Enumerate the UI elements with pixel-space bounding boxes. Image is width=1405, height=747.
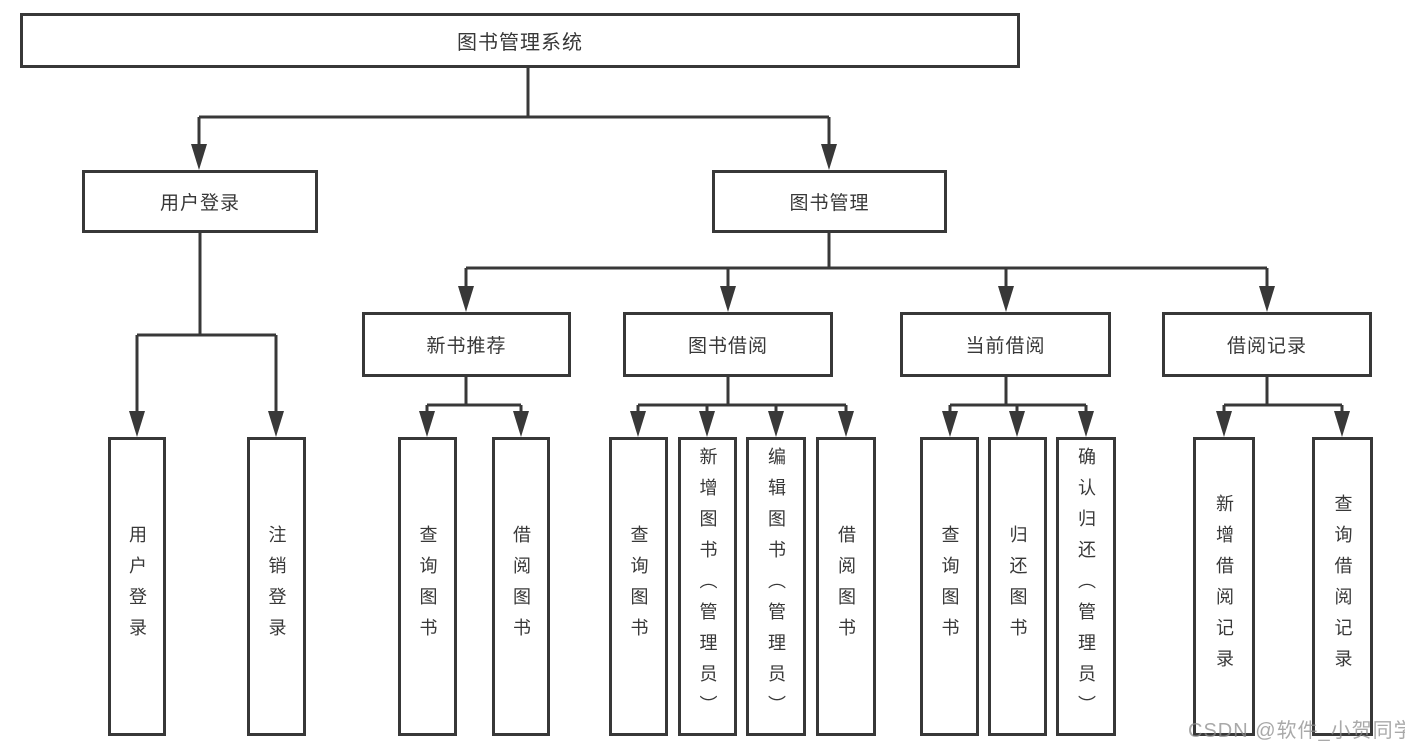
leaf-bb-edit-book: 编辑图书（管理员） (746, 437, 806, 736)
node-current-borrow: 当前借阅 (900, 312, 1111, 377)
connector-user-login-to-leaves (135, 233, 278, 418)
leaf-cb-query-book: 查询图书 (920, 437, 979, 736)
arrow-icon (1216, 411, 1232, 437)
arrow-icon (768, 411, 784, 437)
leaf-bb-add-book-label: 新增图书（管理员） (697, 447, 718, 726)
arrow-icon (699, 411, 715, 437)
leaf-rec-borrow-book: 借阅图书 (492, 437, 550, 736)
leaf-rec-query-book-label: 查询图书 (417, 524, 438, 649)
leaf-cb-return-book-label: 归还图书 (1007, 524, 1028, 649)
node-user-login: 用户登录 (82, 170, 318, 233)
node-new-book-rec-label: 新书推荐 (426, 336, 507, 357)
arrow-icon (268, 411, 284, 437)
leaf-br-add-record-label: 新增借阅记录 (1214, 493, 1234, 680)
connector-new-book-rec-to-leaves (425, 377, 523, 418)
arrow-icon (942, 411, 958, 437)
node-book-mgmt-label: 图书管理 (789, 193, 870, 214)
leaf-bb-borrow-book-label: 借阅图书 (836, 524, 856, 649)
arrow-icon (821, 144, 837, 170)
leaf-br-add-record: 新增借阅记录 (1193, 437, 1255, 736)
arrow-icon (458, 286, 474, 312)
node-book-borrow-label: 图书借阅 (687, 336, 768, 357)
leaf-bb-borrow-book: 借阅图书 (816, 437, 876, 736)
arrow-icon (838, 411, 854, 437)
arrow-icon (630, 411, 646, 437)
leaf-bb-edit-book-label: 编辑图书（管理员） (766, 447, 786, 726)
leaf-logout: 注销登录 (247, 437, 306, 736)
arrow-icon (1334, 411, 1350, 437)
node-book-mgmt: 图书管理 (712, 170, 947, 233)
connector-current-borrow-to-leaves (948, 377, 1088, 418)
leaf-user-login-label: 用户登录 (127, 524, 147, 649)
leaf-rec-query-book: 查询图书 (398, 437, 457, 736)
leaf-br-query-record-label: 查询借阅记录 (1332, 493, 1353, 680)
arrow-icon (1078, 411, 1094, 437)
node-book-borrow: 图书借阅 (623, 312, 833, 377)
leaf-cb-return-book: 归还图书 (988, 437, 1047, 736)
arrow-icon (419, 411, 435, 437)
arrow-icon (129, 411, 145, 437)
arrow-icon (513, 411, 529, 437)
arrow-icon (191, 144, 207, 170)
leaf-br-query-record: 查询借阅记录 (1312, 437, 1373, 736)
leaf-user-login: 用户登录 (108, 437, 166, 736)
leaf-logout-label: 注销登录 (266, 524, 287, 649)
arrow-icon (720, 286, 736, 312)
node-root-library-system: 图书管理系统 (20, 13, 1020, 68)
node-borrow-records: 借阅记录 (1162, 312, 1372, 377)
leaf-bb-query-book: 查询图书 (609, 437, 668, 736)
leaf-rec-borrow-book-label: 借阅图书 (511, 524, 531, 649)
connector-root-to-level2 (197, 68, 831, 150)
leaf-bb-add-book: 新增图书（管理员） (678, 437, 737, 736)
csdn-watermark: CSDN @软件_小贺同学 (1188, 720, 1405, 742)
arrow-icon (1259, 286, 1275, 312)
node-new-book-rec: 新书推荐 (362, 312, 571, 377)
leaf-cb-query-book-label: 查询图书 (939, 524, 960, 649)
node-borrow-records-label: 借阅记录 (1226, 336, 1307, 357)
arrow-icon (1009, 411, 1025, 437)
node-root-label: 图书管理系统 (457, 32, 583, 54)
connector-borrow-records-to-leaves (1222, 377, 1344, 418)
node-user-login-label: 用户登录 (159, 193, 240, 214)
leaf-cb-confirm-return: 确认归还（管理员） (1056, 437, 1116, 736)
leaf-cb-confirm-return-label: 确认归还（管理员） (1076, 447, 1096, 726)
arrow-icon (998, 286, 1014, 312)
connector-book-borrow-to-leaves (636, 377, 848, 418)
connector-book-mgmt-to-level3 (464, 233, 1269, 293)
leaf-bb-query-book-label: 查询图书 (628, 524, 649, 649)
node-current-borrow-label: 当前借阅 (965, 336, 1046, 357)
